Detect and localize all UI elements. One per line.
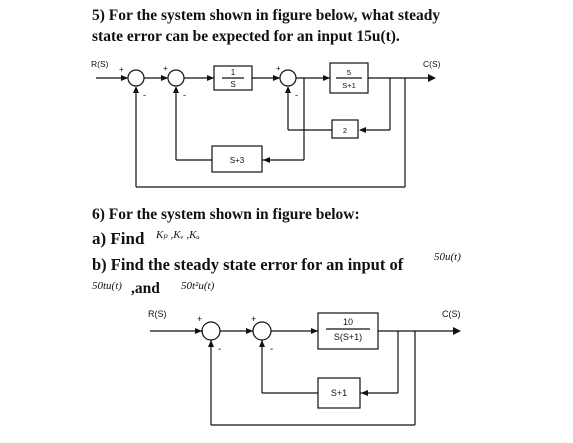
d1-sign-plus-2: +	[163, 64, 168, 73]
d2-output-label: C(S)	[442, 309, 461, 319]
d2-sign-plus-1: +	[197, 314, 202, 324]
d2-input-label: R(S)	[148, 309, 167, 319]
d1-plant-num: 5	[347, 68, 351, 77]
d1-sign-plus-3: +	[276, 64, 281, 73]
d2-sign-minus-1: -	[218, 344, 221, 355]
d1-plant-den: S+1	[342, 81, 356, 90]
problem6-parabolic-input: 50t²u(t)	[181, 280, 215, 292]
problem5-line1: 5) For the system shown in figure below,…	[92, 7, 441, 24]
d1-sign-minus-1: -	[143, 90, 146, 100]
problem6-ramp-input: 50tu(t)	[92, 280, 122, 292]
d2-plant-num: 10	[343, 317, 353, 327]
problem5-line2: state error can be expected for an input…	[92, 28, 400, 45]
d2-feedback-block: S+1	[331, 388, 347, 398]
d2-sign-minus-2: -	[270, 344, 273, 355]
d1-input-label: R(S)	[91, 59, 109, 69]
d1-outer-block: S+3	[230, 156, 245, 165]
problem6-part-b-label: b) Find the steady state error for an in…	[92, 255, 404, 274]
problem6-part-b-math: 50u(t)	[434, 251, 461, 263]
d2-plant-den: S(S+1)	[334, 332, 362, 342]
d1-sign-minus-3: -	[295, 90, 298, 100]
d1-integrator-den: S	[230, 80, 235, 89]
d1-integrator-num: 1	[231, 68, 236, 77]
d1-output-label: C(S)	[423, 59, 441, 69]
d1-inner-gain: 2	[343, 126, 347, 135]
d1-sign-minus-2: -	[183, 90, 186, 100]
problem6-and: ,and	[131, 280, 160, 297]
d2-sign-plus-2: +	[251, 314, 256, 324]
problem6-part-a-math: Kₚ ,Kᵥ ,Kₐ	[156, 229, 200, 241]
d1-sign-plus-1: +	[119, 65, 124, 74]
problem6-part-a-label: a) Find	[92, 229, 145, 248]
problem6-line1: 6) For the system shown in figure below:	[92, 206, 360, 223]
